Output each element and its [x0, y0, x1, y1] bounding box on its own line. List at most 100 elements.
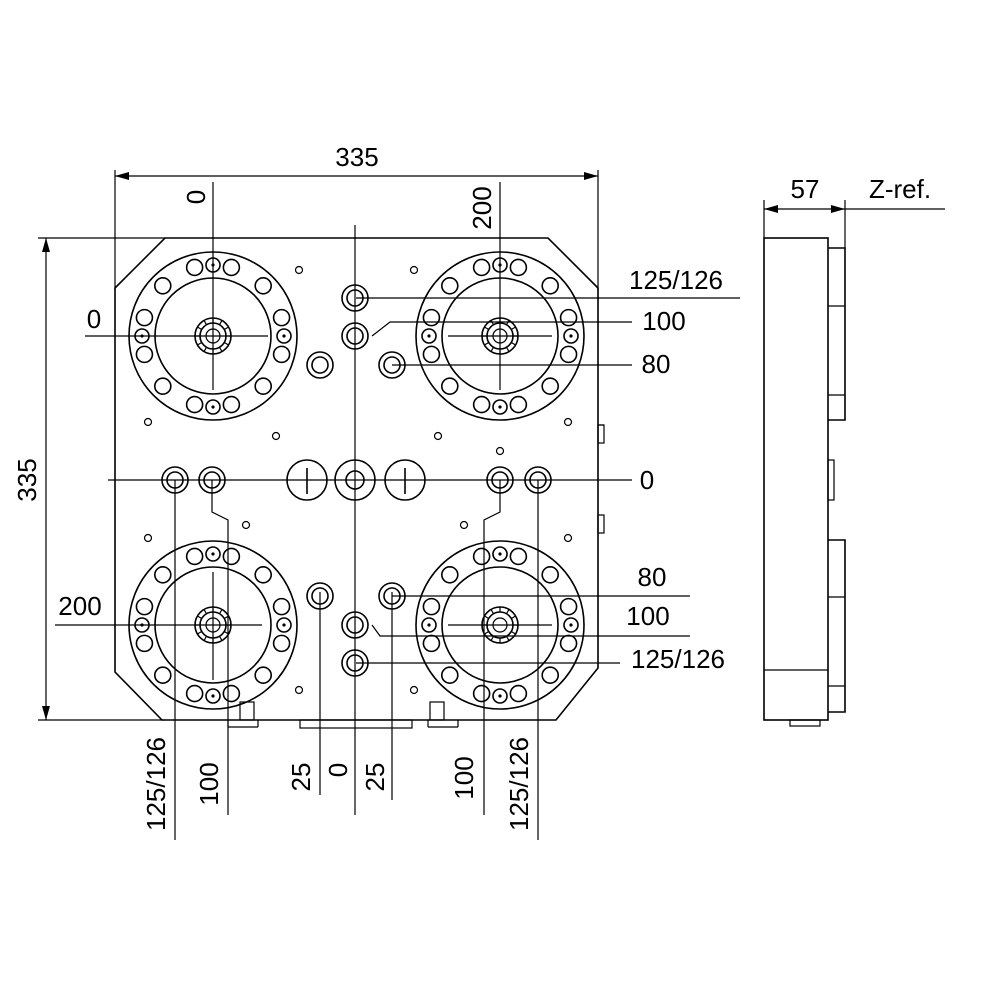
- bolt-hole: [222, 684, 241, 703]
- label-right-125-126-top: 125/126: [629, 265, 723, 295]
- marker-hole: [492, 399, 508, 415]
- label-right-80-bottom: 80: [638, 562, 667, 592]
- bolt-hole: [135, 597, 154, 616]
- side-thickness-label: 57: [791, 174, 820, 204]
- pin-hole: [241, 520, 251, 530]
- bolt-hole: [440, 377, 459, 396]
- bolt-hole: [440, 565, 459, 584]
- bolt-hole: [272, 308, 291, 327]
- pin-hole: [294, 265, 304, 275]
- bolt-hole: [222, 547, 241, 566]
- bolt-hole: [254, 666, 273, 685]
- bolt-hole: [509, 395, 528, 414]
- label-top-left-zero: 0: [181, 190, 211, 204]
- marker-hole: [276, 617, 292, 633]
- bolt-hole: [472, 547, 491, 566]
- bolt-hole: [254, 276, 273, 295]
- marker-hole: [205, 688, 221, 704]
- label-bottom-25-right: 25: [360, 763, 390, 792]
- bolt-hole: [185, 684, 204, 703]
- pin-hole: [143, 533, 153, 543]
- bolt-hole: [559, 308, 578, 327]
- pin-hole: [409, 265, 419, 275]
- label-bottom-zero: 0: [323, 763, 353, 777]
- marker-hole: [563, 328, 579, 344]
- bolt-hole: [422, 597, 441, 616]
- bolt-hole: [185, 395, 204, 414]
- bolt-hole: [472, 395, 491, 414]
- bolt-hole: [559, 634, 578, 653]
- marker-hole: [492, 688, 508, 704]
- bolt-hole: [422, 308, 441, 327]
- label-right-100-top: 100: [642, 306, 685, 336]
- bolt-hole: [185, 258, 204, 277]
- bolt-hole: [153, 565, 172, 584]
- bolt-hole: [440, 276, 459, 295]
- pin-hole: [459, 520, 469, 530]
- bolt-hole: [254, 377, 273, 396]
- dimension-width-label: 335: [335, 142, 378, 172]
- bolt-hole: [440, 666, 459, 685]
- bushing: [306, 351, 334, 379]
- plate-outline: [114, 237, 599, 721]
- bolt-hole: [153, 276, 172, 295]
- label-bottom-125-126-right: 125/126: [504, 737, 534, 831]
- label-bottom-100-right: 100: [449, 756, 479, 799]
- marker-hole: [421, 617, 437, 633]
- label-bottom-25-left: 25: [286, 763, 316, 792]
- bolt-hole: [422, 634, 441, 653]
- bolt-hole: [222, 258, 241, 277]
- pin-hole: [143, 417, 153, 427]
- pin-hole: [433, 431, 443, 441]
- bolt-hole: [472, 684, 491, 703]
- bolt-hole: [559, 597, 578, 616]
- pin-hole: [495, 446, 505, 456]
- marker-hole: [205, 546, 221, 562]
- marker-hole: [563, 617, 579, 633]
- bolt-hole: [541, 666, 560, 685]
- bolt-hole: [135, 634, 154, 653]
- label-top-right-200: 200: [467, 186, 497, 229]
- dimension-height: [38, 237, 165, 721]
- bolt-hole: [153, 666, 172, 685]
- bolt-hole: [135, 308, 154, 327]
- bolt-hole: [509, 547, 528, 566]
- label-bottom-100-left: 100: [194, 762, 224, 805]
- bolt-hole: [254, 565, 273, 584]
- label-right-zero: 0: [640, 465, 654, 495]
- dimension-height-label: 335: [12, 458, 42, 501]
- bolt-hole: [272, 345, 291, 364]
- bolt-hole: [541, 377, 560, 396]
- pin-hole: [563, 533, 573, 543]
- reference-lines: [55, 182, 740, 840]
- dimension-width: [114, 170, 599, 290]
- marker-hole: [276, 328, 292, 344]
- bolt-hole: [472, 258, 491, 277]
- bolt-hole: [272, 634, 291, 653]
- bolt-hole: [222, 395, 241, 414]
- pin-hole: [271, 431, 281, 441]
- label-right-80-top: 80: [642, 349, 671, 379]
- z-reference-label: Z-ref.: [869, 174, 931, 204]
- bolt-hole: [541, 276, 560, 295]
- bolt-hole: [422, 345, 441, 364]
- side-view: [763, 200, 945, 727]
- bolt-hole: [185, 547, 204, 566]
- label-left-zero: 0: [87, 304, 101, 334]
- bolt-hole: [135, 345, 154, 364]
- label-left-200: 200: [58, 591, 101, 621]
- label-right-125-126-bottom: 125/126: [631, 644, 725, 674]
- bolt-hole: [272, 597, 291, 616]
- marker-hole: [492, 546, 508, 562]
- marker-hole: [421, 328, 437, 344]
- pin-hole: [409, 685, 419, 695]
- bolt-hole: [559, 345, 578, 364]
- label-right-100-bottom: 100: [626, 601, 669, 631]
- bolt-hole: [153, 377, 172, 396]
- bolt-hole: [509, 684, 528, 703]
- bolt-hole: [509, 258, 528, 277]
- pin-hole: [563, 417, 573, 427]
- pin-hole: [294, 685, 304, 695]
- marker-hole: [205, 399, 221, 415]
